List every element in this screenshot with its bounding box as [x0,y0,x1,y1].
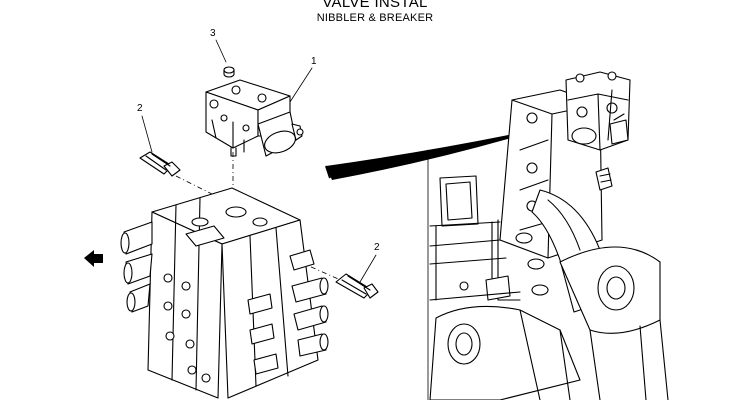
diagram-subtitle: NIBBLER & BREAKER [316,12,434,24]
callout-2b-label: 2 [374,242,380,253]
diagram-title: VALVE INSTAL [322,0,428,11]
part-3-plug [223,66,235,78]
control-valve-block-left [120,187,329,399]
leader-lines [141,39,377,283]
part-1-solenoid-valve [205,79,304,157]
part-2-sensor-upper [139,151,181,177]
indicator-arrow [325,126,552,180]
callout-2a-label: 2 [137,103,143,114]
left-arrow-icon [84,250,103,267]
callout-3-label: 3 [210,28,216,39]
installed-view-right [427,71,669,400]
part-2-sensor-lower [335,273,379,299]
callout-1-label: 1 [311,56,317,67]
